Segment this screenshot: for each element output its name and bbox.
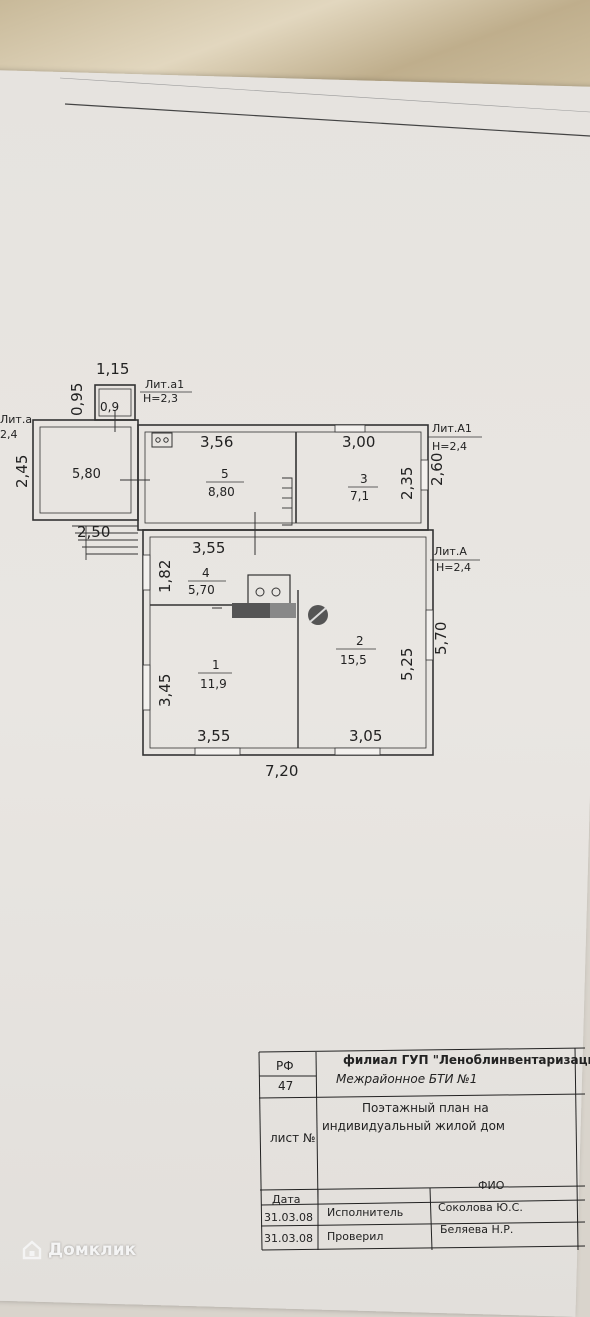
title-block (258, 1047, 586, 1251)
stairs (72, 477, 293, 560)
dimensions: 1,15 0,95 2,45 2,50 3,56 3,00 2,35 2,60 … (13, 360, 450, 780)
stove-block (232, 574, 296, 618)
dim-room2-width: 3,05 (349, 727, 382, 745)
stamp-date1: 31.03.08 (264, 1211, 313, 1224)
area-fraction-lines (188, 481, 378, 674)
dim-veranda-depth: 2,45 (13, 455, 31, 488)
room1-area: 11,9 (200, 677, 227, 691)
stamp-name2: Беляева Н.Р. (440, 1223, 513, 1236)
litera-a-small: Лит.а (0, 413, 32, 426)
a1-wall (137, 424, 429, 531)
stamp-rf: РФ (276, 1059, 294, 1073)
edge-line (59, 77, 590, 113)
litera-A: Лит.А (434, 545, 467, 558)
stamp-date2: 31.03.08 (264, 1232, 313, 1245)
stamp-fio-header: ФИО (478, 1179, 505, 1192)
watermark-text: Домклик (48, 1240, 137, 1260)
sink-symbol (151, 432, 173, 448)
dim-room1-width: 3,55 (197, 727, 230, 745)
stamp-title-line2: индивидуальный жилой дом (322, 1119, 505, 1133)
stamp-role2: Проверил (327, 1230, 383, 1243)
dim-total-width: 7,20 (265, 762, 298, 780)
room3-area: 7,1 (350, 489, 369, 503)
veranda-area: 5,80 (72, 467, 101, 482)
dim-veranda-width: 2,50 (77, 523, 110, 541)
litera-A-height: Н=2,4 (436, 561, 471, 574)
windows (142, 424, 434, 756)
veranda-inner (39, 426, 132, 514)
room4-area: 5,70 (188, 583, 215, 597)
litera-a1-small: Лит.а1 (145, 378, 184, 391)
stamp-title-line1: Поэтажный план на (362, 1101, 489, 1115)
litera-labels: Лит.а1 Н=2,3 Лит.а 2,4 Лит.А1 Н=2,4 Лит.… (0, 378, 482, 574)
door-ticks (114, 410, 256, 609)
dim-room5-width: 3,56 (200, 433, 233, 451)
dim-room4-width: 3,55 (192, 539, 225, 557)
dim-porch-depth: 0,95 (68, 383, 86, 416)
litera-a-small-height: 2,4 (0, 428, 18, 441)
header-line (64, 103, 590, 137)
room4-number: 4 (202, 566, 210, 580)
stamp-role1: Исполнитель (327, 1206, 403, 1219)
dim-room3-width: 3,00 (342, 433, 375, 451)
porch-area: 0,9 (100, 400, 119, 414)
dim-top-porch: 1,15 (96, 360, 129, 378)
room1-number: 1 (212, 658, 220, 672)
main-inner (149, 536, 427, 749)
domclick-watermark: Домклик (22, 1240, 136, 1260)
stamp-org-line2: Межрайонное БТИ №1 (336, 1072, 477, 1086)
room5-number: 5 (221, 467, 229, 481)
dim-room3-inner: 2,35 (398, 467, 416, 500)
stamp-text: РФ 47 филиал ГУП "Леноблинвентаризация" … (264, 1053, 590, 1245)
room2-area: 15,5 (340, 653, 367, 667)
room3-number: 3 (360, 472, 368, 486)
stamp-date-header: Дата (272, 1193, 300, 1206)
litera-A1: Лит.А1 (432, 422, 472, 435)
stamp-org-line1: филиал ГУП "Леноблинвентаризация" (343, 1053, 590, 1067)
dim-room2-inner: 5,25 (398, 648, 416, 681)
room5-area: 8,80 (208, 485, 235, 499)
dim-room4-height: 1,82 (156, 560, 174, 593)
dim-room3-outer: 2,60 (428, 453, 446, 486)
stamp-rf-number: 47 (278, 1079, 293, 1093)
litera-a1-small-height: Н=2,3 (143, 392, 178, 405)
stamp-sheet-number: лист № (270, 1131, 315, 1145)
a1-inner (144, 431, 422, 524)
boiler-symbol (308, 605, 328, 625)
stamp-name1: Соколова Ю.С. (438, 1201, 523, 1214)
house-logo-icon (22, 1240, 42, 1260)
floor-plan-drawing: 1,15 0,95 2,45 2,50 3,56 3,00 2,35 2,60 … (0, 77, 590, 1251)
main-wall (142, 529, 434, 756)
dim-room2-outer: 5,70 (432, 622, 450, 655)
litera-A1-height: Н=2,4 (432, 440, 467, 453)
room2-number: 2 (356, 634, 364, 648)
room-labels: 0,9 5,80 5 8,80 3 7,1 4 5,70 1 11,9 2 15… (72, 400, 369, 691)
dim-room1-height: 3,45 (156, 674, 174, 707)
